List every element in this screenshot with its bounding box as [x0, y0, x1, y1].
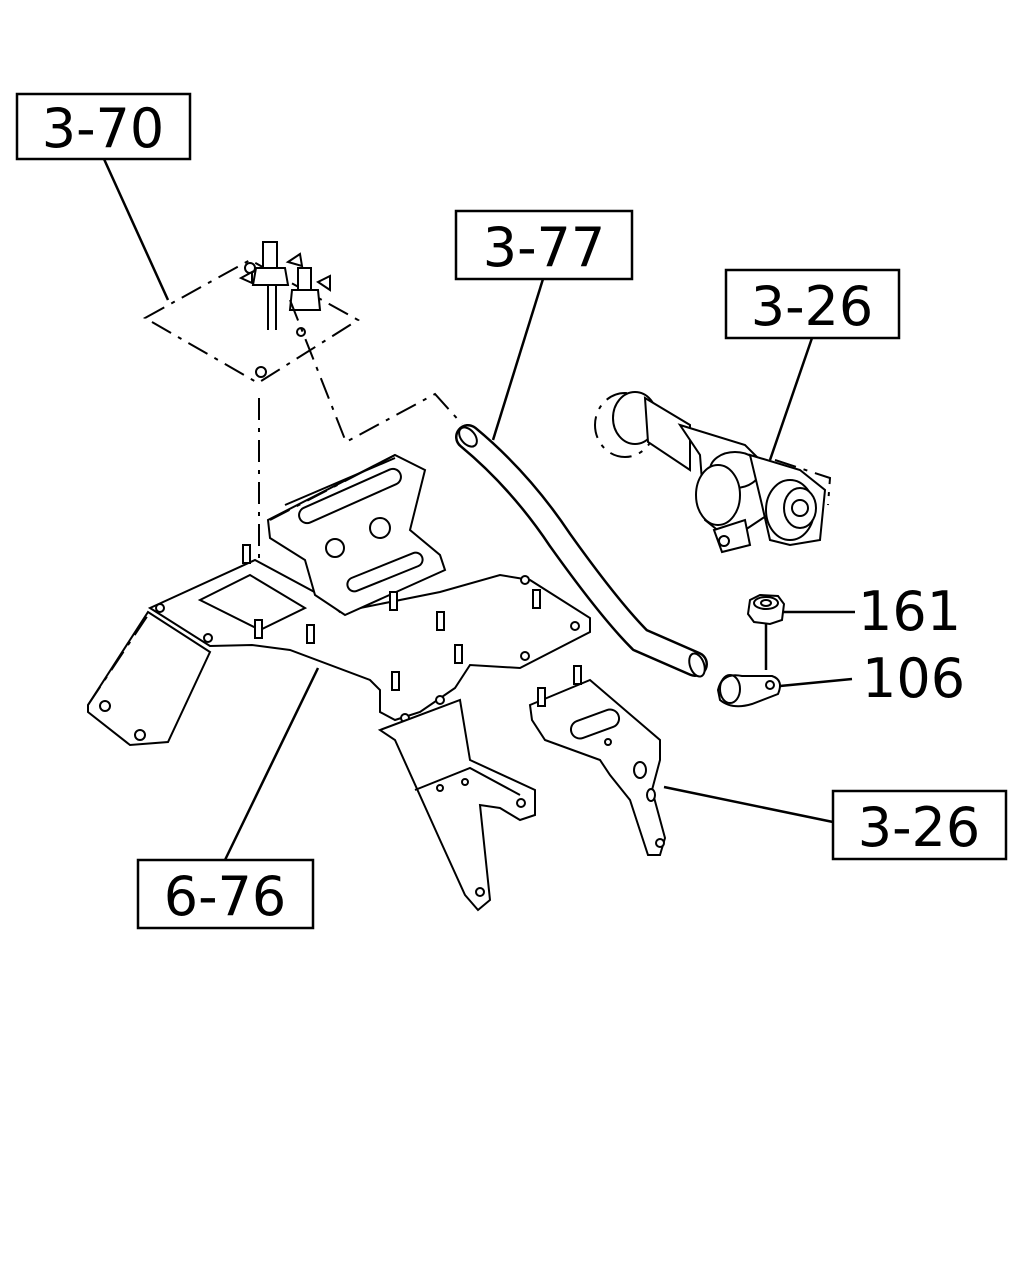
callout-3-26-bottom-text: 3-26 — [858, 796, 981, 859]
hose-3-77 — [455, 424, 708, 678]
callout-3-70-text: 3-70 — [42, 97, 165, 160]
bracket-3-26 — [528, 665, 667, 856]
bracket-6-76 — [87, 453, 591, 912]
valve-3-26 — [594, 391, 832, 554]
callout-3-26-top-text: 3-26 — [751, 275, 874, 338]
callout-3-70[interactable]: 3-70 — [15, 92, 192, 161]
callout-6-76-text: 6-76 — [164, 865, 287, 928]
part-number-106[interactable]: 106 — [862, 647, 965, 710]
callout-3-26-top[interactable]: 3-26 — [724, 268, 901, 340]
leader-3-26-top — [768, 337, 814, 461]
studs — [242, 544, 541, 691]
leader-3-70 — [102, 158, 170, 301]
callout-3-26-bottom[interactable]: 3-26 — [831, 789, 1008, 861]
leader-3-26-bottom — [663, 785, 834, 824]
callout-3-77-text: 3-77 — [483, 216, 606, 279]
part-number-161[interactable]: 161 — [858, 580, 961, 643]
callout-3-77[interactable]: 3-77 — [454, 209, 634, 281]
leader-6-76 — [223, 667, 320, 861]
nut-161 — [746, 593, 786, 670]
leader-106 — [779, 677, 853, 688]
valve-assembly-3-70 — [142, 241, 463, 610]
leader-3-77 — [491, 278, 545, 441]
clip-106 — [716, 674, 781, 708]
callout-6-76[interactable]: 6-76 — [136, 858, 315, 930]
